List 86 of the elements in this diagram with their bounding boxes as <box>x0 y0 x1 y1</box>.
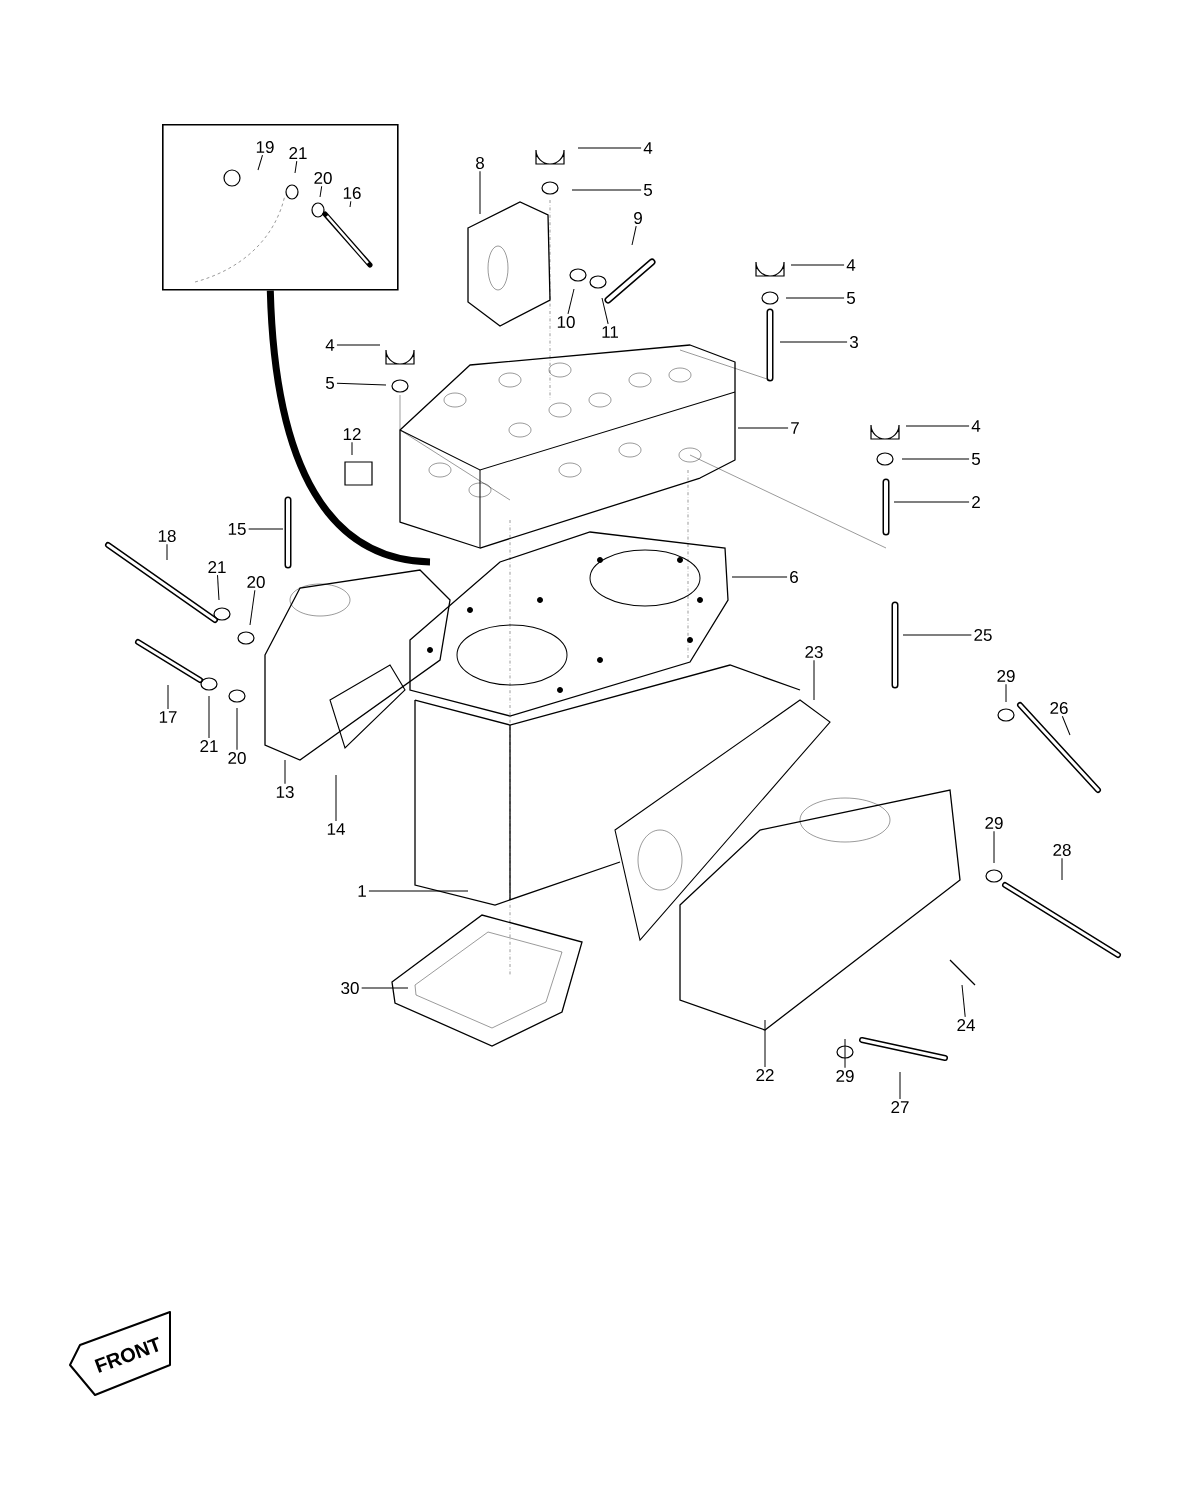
callout-number: 13 <box>276 786 294 799</box>
callout-number: 4 <box>971 420 981 432</box>
callout-number: 14 <box>327 823 345 835</box>
callout-number: 19 <box>256 141 274 154</box>
callout-number: 15 <box>228 523 246 535</box>
leader-line <box>737 427 789 429</box>
leader-line <box>335 774 337 822</box>
callout-number: 16 <box>343 187 361 200</box>
callout-number: 23 <box>805 646 823 659</box>
callout-number: 28 <box>1053 844 1071 857</box>
callout-number: 5 <box>846 292 855 304</box>
callout-number: 3 <box>849 336 858 349</box>
callout-number: 17 <box>159 711 177 723</box>
leader-line <box>336 382 387 386</box>
leader-line <box>993 830 995 864</box>
callout-number: 26 <box>1050 702 1068 715</box>
leader-line <box>905 425 970 427</box>
callout-number: 5 <box>325 377 334 389</box>
leader-line <box>790 264 845 266</box>
leader-line <box>257 154 263 171</box>
callout-number: 12 <box>343 428 361 440</box>
leader-line <box>284 759 286 785</box>
inset-frame <box>162 124 399 291</box>
leader-line <box>899 1071 901 1100</box>
callout-number: 29 <box>836 1070 854 1083</box>
callout-number: 11 <box>602 326 618 338</box>
leader-line <box>567 288 575 315</box>
callout-number: 29 <box>997 670 1015 683</box>
leader-line <box>902 634 972 636</box>
connector-band <box>266 290 431 566</box>
callout-number: 20 <box>247 576 265 589</box>
leader-line <box>208 695 210 739</box>
leader-line <box>631 225 637 246</box>
leader-line <box>571 189 642 191</box>
callout-number: 1 <box>358 885 366 897</box>
leader-line <box>961 984 966 1018</box>
leader-line <box>166 543 168 561</box>
leader-line <box>368 890 469 892</box>
callout-number: 27 <box>891 1101 909 1113</box>
callout-number: 21 <box>289 147 307 159</box>
leader-line <box>349 200 352 208</box>
leader-line <box>361 987 409 989</box>
callout-number: 5 <box>971 453 980 465</box>
callout-number: 7 <box>791 422 799 434</box>
callout-number: 21 <box>208 561 226 573</box>
leader-line <box>217 574 220 601</box>
callout-number: 5 <box>643 184 652 196</box>
callout-number: 6 <box>790 571 798 584</box>
callout-number: 18 <box>158 530 176 543</box>
leader-line <box>167 684 169 710</box>
leader-line <box>779 341 848 343</box>
callout-number: 4 <box>643 142 653 154</box>
leader-line <box>1061 715 1071 736</box>
callout-number: 20 <box>228 752 246 765</box>
callout-number: 4 <box>325 339 335 351</box>
leader-line <box>901 458 970 460</box>
leader-line <box>844 1038 846 1069</box>
callout-number: 9 <box>634 212 642 225</box>
callout-number: 22 <box>756 1069 774 1081</box>
leader-line <box>764 1019 766 1068</box>
leader-line <box>319 185 323 198</box>
callout-number: 10 <box>557 316 575 329</box>
callout-number: 20 <box>314 172 332 185</box>
leader-line <box>601 297 609 325</box>
leader-line <box>351 441 353 456</box>
leader-line <box>249 589 256 626</box>
leader-line <box>785 297 845 299</box>
leader-line <box>479 170 481 215</box>
callout-number: 8 <box>476 157 484 170</box>
leader-line <box>813 659 815 701</box>
callout-number: 21 <box>200 740 218 752</box>
leader-line <box>731 576 788 578</box>
leader-line <box>1005 683 1007 703</box>
callout-number: 2 <box>972 496 980 508</box>
callout-number: 25 <box>974 629 992 642</box>
callout-number: 29 <box>985 817 1003 830</box>
leader-line <box>248 528 284 530</box>
leader-line <box>893 501 970 503</box>
callout-number: 4 <box>846 259 856 271</box>
leader-line <box>1061 857 1063 881</box>
leader-line <box>294 160 298 174</box>
leader-line <box>336 344 381 346</box>
leader-line <box>577 147 642 149</box>
leader-line <box>236 707 238 751</box>
callout-number: 30 <box>341 982 359 995</box>
callout-number: 24 <box>957 1019 975 1031</box>
